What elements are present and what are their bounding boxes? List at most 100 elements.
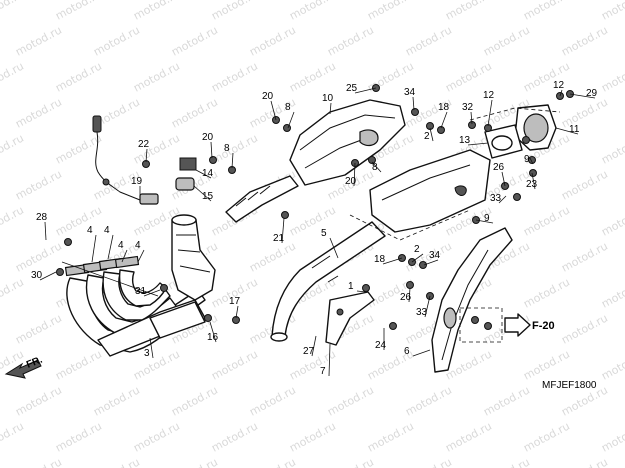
callout-leader	[429, 127, 434, 142]
callout-leader	[44, 221, 47, 241]
part-callout-number: 4	[135, 240, 141, 251]
watermark-text: motod.ru	[521, 419, 572, 454]
fastener-bolt	[209, 156, 217, 164]
part-callout-number: 29	[586, 88, 598, 99]
part-callout-number: 22	[138, 139, 150, 150]
watermark-text: motod.ru	[247, 455, 298, 468]
watermark-text: motod.ru	[0, 275, 26, 310]
watermark-text: motod.ru	[169, 95, 220, 130]
part-callout-number: 33	[416, 307, 428, 318]
callout-leader	[531, 172, 536, 190]
part-callout-number: 9	[524, 154, 530, 165]
watermark-text: motod.ru	[559, 23, 610, 58]
watermark-text: motod.ru	[599, 0, 625, 23]
callout-leader	[353, 162, 356, 187]
fastener-bolt	[513, 193, 521, 201]
fastener-bolt	[64, 238, 72, 246]
part-callout-number: 2	[424, 131, 430, 142]
callout-leader	[498, 195, 507, 204]
watermark-text: motod.ru	[13, 383, 64, 418]
callout-leader	[411, 253, 424, 263]
side-heat-shield	[431, 227, 513, 373]
part-callout-number: 4	[104, 225, 110, 236]
part-callout-number: 1	[348, 281, 354, 292]
watermark-text: motod.ru	[53, 59, 104, 94]
callout-leader	[467, 142, 489, 146]
callout-leader	[235, 305, 239, 319]
fastener-bolt	[362, 284, 370, 292]
part-callout-number: 8	[285, 102, 291, 113]
watermark-text: motod.ru	[599, 275, 625, 310]
part-callout-number: 19	[131, 176, 143, 187]
callout-leader	[328, 343, 331, 377]
part-callout-number: 28	[36, 212, 48, 223]
part-callout-number: 34	[404, 87, 416, 98]
part-callout-number: 9	[484, 213, 490, 224]
watermark-text: motod.ru	[599, 59, 625, 94]
watermark-text: motod.ru	[559, 239, 610, 274]
exhaust-header-pipes	[61, 255, 206, 357]
callout-leader	[145, 148, 148, 163]
callout-leader	[91, 234, 97, 263]
watermark-text: motod.ru	[131, 0, 182, 23]
fastener-bolt	[419, 261, 427, 269]
watermark-text: motod.ru	[559, 95, 610, 130]
reference-box-f20: F-20	[459, 307, 555, 343]
watermark-text: motod.ru	[481, 383, 532, 418]
part-callout-number: 24	[375, 340, 387, 351]
part-callout-number: 4	[118, 240, 124, 251]
watermark-text: motod.ru	[521, 0, 572, 23]
part-callout-number: 17	[229, 296, 241, 307]
watermark-text: motod.ru	[481, 23, 532, 58]
callout-leader	[311, 335, 317, 357]
watermark-text: motod.ru	[0, 419, 26, 454]
watermark-text: motod.ru	[13, 455, 64, 468]
part-callout-number: 20	[345, 176, 357, 187]
oxygen-sensor	[92, 115, 159, 205]
callout-leader	[569, 93, 596, 99]
reference-label: F-20	[532, 320, 555, 332]
part-callout-number: 26	[400, 292, 412, 303]
callout-leader	[209, 321, 217, 343]
callout-leader	[270, 100, 277, 121]
watermark-text: motod.ru	[13, 167, 64, 202]
watermark-text: motod.ru	[131, 419, 182, 454]
watermark-text: motod.ru	[481, 455, 532, 468]
part-callout-number: 6	[404, 346, 410, 357]
watermark-text: motod.ru	[0, 203, 26, 238]
watermark-text: motod.ru	[169, 23, 220, 58]
callout-leader	[529, 157, 534, 165]
watermark-text: motod.ru	[559, 455, 610, 468]
callout-leader	[231, 152, 234, 169]
watermark-text: motod.ru	[521, 59, 572, 94]
watermark-text: motod.ru	[53, 0, 104, 23]
watermark-text: motod.ru	[403, 455, 454, 468]
fastener-bolt	[406, 281, 414, 289]
callout-leader	[501, 171, 506, 187]
callout-leader	[137, 249, 145, 263]
callout-leader	[193, 185, 212, 202]
part-callout-number: 3	[144, 348, 150, 359]
part-callout-number: 30	[31, 270, 43, 281]
callout-leader	[210, 141, 213, 159]
front-label: FR.	[25, 354, 44, 370]
part-callout-number: 20	[202, 132, 214, 143]
part-callout-number: 4	[87, 225, 93, 236]
watermark-text: motod.ru	[521, 347, 572, 382]
part-callout-number: 13	[459, 135, 471, 146]
part-callout-number: 8	[224, 143, 230, 154]
callout-leader	[287, 111, 295, 129]
callout-leader	[371, 161, 382, 173]
watermark-text: motod.ru	[521, 203, 572, 238]
watermark-text: motod.ru	[559, 311, 610, 346]
part-callout-number: 31	[135, 286, 147, 297]
part-callout-number: 7	[320, 366, 326, 377]
fastener-bolt	[411, 108, 419, 116]
callout-leader	[107, 234, 114, 260]
part-callout-number: 32	[462, 102, 474, 113]
watermark-text: motod.ru	[0, 59, 26, 94]
watermark-text: motod.ru	[53, 347, 104, 382]
callout-leader	[329, 102, 332, 115]
